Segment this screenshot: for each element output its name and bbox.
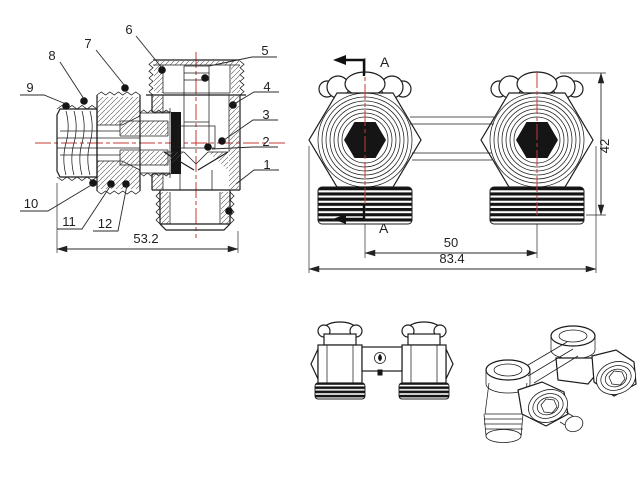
callout-label-7: 7 (84, 36, 91, 51)
callout-label-11: 11 (62, 214, 76, 229)
dim-length-label: 53.2 (133, 231, 158, 246)
callout-label-3: 3 (262, 107, 269, 122)
dimension-50: 50 (364, 224, 538, 258)
section-mark-bottom: A (333, 205, 389, 236)
callout-label-6: 6 (125, 22, 132, 37)
small-thread-left (314, 382, 366, 400)
dimension-53-2: 53.2 (56, 183, 239, 253)
callout-label-8: 8 (48, 48, 55, 63)
dimension-83-4: 83.4 (308, 146, 597, 273)
seal-washer (171, 112, 181, 174)
connecting-tubes (410, 116, 494, 161)
center-box-tab (377, 369, 383, 376)
section-mark-top: A (333, 54, 390, 76)
callout-label-9: 9 (26, 80, 33, 95)
callout-leaders (20, 35, 279, 232)
water-drop-icon (378, 353, 382, 362)
callout-label-4: 4 (263, 79, 270, 94)
olive-insert (119, 120, 169, 166)
small-thread-right (398, 382, 450, 400)
dim-height-label: 42 (597, 139, 612, 153)
o-ring-seals (62, 66, 237, 215)
section-view: 1 2 3 4 5 6 7 8 9 10 11 12 53.2 (20, 22, 288, 253)
bottom-thread (155, 190, 235, 231)
section-label-a-top: A (380, 54, 390, 70)
dimension-42: 42 (560, 72, 612, 216)
top-small-view (310, 321, 454, 400)
callout-label-5: 5 (261, 43, 268, 58)
section-label-a-bottom: A (379, 220, 389, 236)
front-centerlines (364, 58, 538, 215)
callout-labels: 1 2 3 4 5 6 7 8 9 10 11 12 (24, 22, 271, 231)
valve-body (151, 93, 241, 191)
dim-overall-label: 83.4 (439, 251, 464, 266)
callout-label-2: 2 (262, 134, 269, 149)
dim-centers-label: 50 (444, 235, 458, 250)
section-centerlines (35, 52, 288, 238)
callout-label-12: 12 (98, 216, 112, 231)
front-view: A A 50 83.4 42 (308, 54, 612, 273)
callout-label-10: 10 (24, 196, 38, 211)
compression-nut-left (56, 105, 140, 181)
iso-connector-bars (522, 341, 579, 384)
callout-label-1: 1 (263, 157, 270, 172)
iso-view (483, 325, 637, 443)
